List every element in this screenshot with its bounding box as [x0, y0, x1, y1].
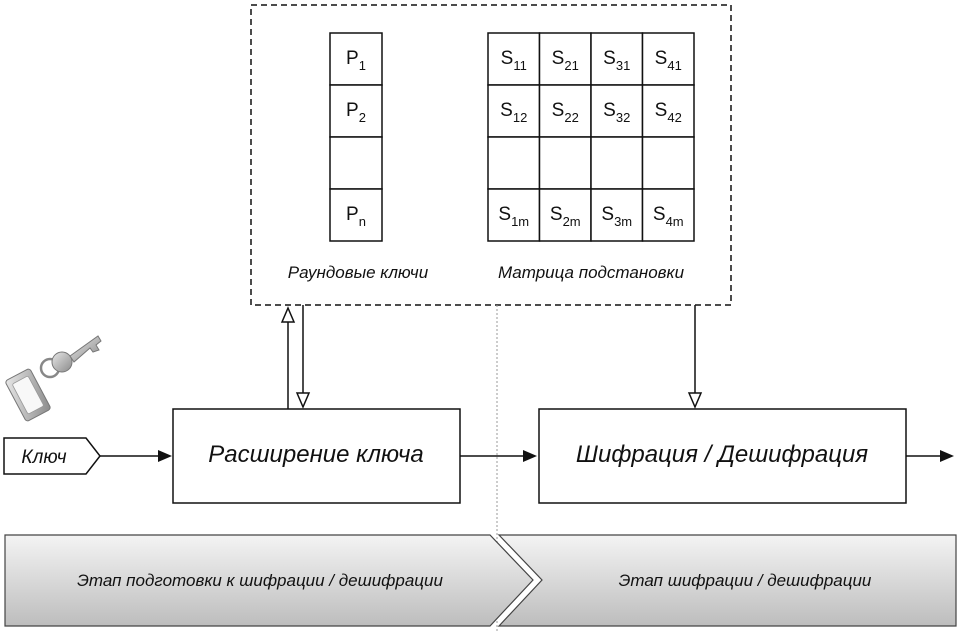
matrix-cell-r2-c2-label: S22	[552, 100, 579, 125]
matrix-cell-r4-c4-label: S4m	[653, 204, 684, 229]
matrix-cell-r2-c4-label: S42	[655, 100, 682, 125]
key-input-shape	[3, 437, 101, 475]
key-input-label: Ключ	[21, 447, 66, 468]
arrow-matrix-to-cipher	[687, 305, 703, 409]
arrow-round-keys-to-expansion	[295, 305, 311, 409]
matrix-cell-r1-c2-label: S21	[552, 48, 579, 73]
matrix-cell-r1-c3-label: S31	[603, 48, 630, 73]
stage-encryption-banner	[497, 534, 957, 627]
round-key-cell-3	[329, 136, 383, 190]
matrix-cell-r3-c1	[487, 136, 541, 190]
round-key-cell-4	[329, 188, 383, 242]
matrix-cell-r2-c4	[641, 84, 695, 138]
stage-encryption-label: Этап шифрации / дешифрации	[619, 571, 872, 590]
matrix-cell-r4-c2-label: S2m	[550, 204, 581, 229]
matrix-cell-r1-c3	[590, 32, 644, 86]
key-expansion-label: Расширение ключа	[208, 441, 424, 468]
matrix-cell-r3-c2	[538, 136, 592, 190]
cipher-label: Шифрация / Дешифрация	[576, 441, 868, 468]
stage-preparation-banner	[4, 534, 534, 627]
matrix-cell-r4-c1-label: S1m	[498, 204, 529, 229]
round-keys-caption: Раундовые ключи	[288, 263, 429, 282]
matrix-cell-r2-c2	[538, 84, 592, 138]
matrix-cell-r2-c1	[487, 84, 541, 138]
key-expansion-box	[172, 408, 461, 504]
round-key-cell-4-label: Pn	[346, 204, 366, 229]
matrix-cell-r1-c2	[538, 32, 592, 86]
matrix-cell-r3-c3	[590, 136, 644, 190]
round-key-cell-2-label: P2	[346, 100, 366, 125]
matrix-cell-r4-c1	[487, 188, 541, 242]
matrix-cell-r1-c1-label: S11	[501, 48, 527, 73]
arrow-expansion-to-round-keys	[280, 306, 296, 409]
matrix-cell-r4-c4	[641, 188, 695, 242]
matrix-cell-r4-c2	[538, 188, 592, 242]
matrix-cell-r2-c1-label: S12	[500, 100, 527, 125]
matrix-cell-r2-c3	[590, 84, 644, 138]
parameters-container	[250, 4, 732, 306]
matrix-cell-r2-c3-label: S32	[603, 100, 630, 125]
stage-preparation-label: Этап подготовки к шифрации / дешифрации	[77, 571, 443, 590]
matrix-cell-r1-c4	[641, 32, 695, 86]
substitution-matrix-caption: Матрица подстановки	[498, 263, 685, 282]
matrix-cell-r1-c4-label: S41	[655, 48, 682, 73]
key-icon	[5, 335, 102, 422]
matrix-cell-r4-c3-label: S3m	[601, 204, 632, 229]
round-key-cell-2	[329, 84, 383, 138]
round-key-cell-1-label: P1	[346, 48, 366, 73]
matrix-cell-r3-c4	[641, 136, 695, 190]
